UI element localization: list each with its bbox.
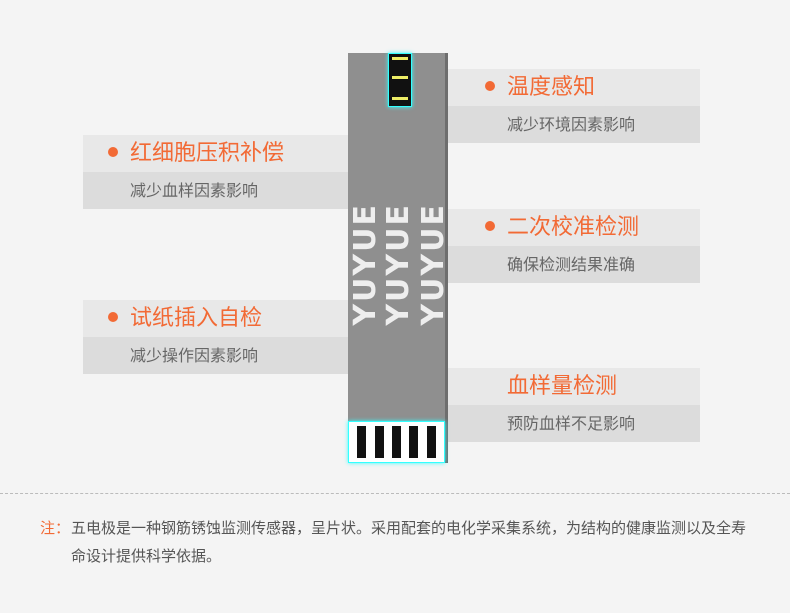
brand-text: YUYUE	[348, 203, 383, 326]
feature-title: 血样量检测	[448, 368, 700, 405]
brand-text: YUYUE	[416, 203, 451, 326]
bullet-icon	[485, 221, 495, 231]
feature-title: 温度感知	[507, 75, 596, 100]
feature-title: 红细胞压积补偿	[130, 141, 285, 166]
feature-subtitle: 预防血样不足影响	[448, 405, 700, 442]
feature-hematocrit: 红细胞压积补偿 减少血样因素影响	[83, 135, 348, 209]
note-text: 五电极是一种钢筋锈蚀监测传感器，呈片状。采用配套的电化学采集系统，为结构的健康监…	[71, 519, 747, 565]
note: 注： 五电极是一种钢筋锈蚀监测传感器，呈片状。采用配套的电化学采集系统，为结构的…	[40, 514, 760, 570]
test-strip: YUYUE YUYUE YUYUE	[348, 53, 451, 463]
feature-subtitle: 确保检测结果准确	[448, 246, 700, 283]
feature-sample-volume: 血样量检测 预防血样不足影响	[448, 368, 700, 442]
feature-title: 二次校准检测	[507, 215, 640, 240]
feature-recalibration: 二次校准检测 确保检测结果准确	[448, 209, 700, 283]
brand-text: YUYUE	[381, 203, 416, 326]
feature-title: 试纸插入自检	[130, 306, 263, 331]
feature-temperature: 温度感知 减少环境因素影响	[448, 69, 700, 143]
feature-subtitle: 减少操作因素影响	[83, 337, 348, 374]
feature-subtitle: 减少环境因素影响	[448, 106, 700, 143]
bullet-icon	[485, 81, 495, 91]
top-electrode	[388, 53, 412, 107]
note-label: 注：	[40, 519, 71, 537]
bullet-icon	[108, 147, 118, 157]
bullet-icon	[108, 312, 118, 322]
feature-subtitle: 减少血样因素影响	[83, 172, 348, 209]
divider	[0, 493, 790, 494]
feature-insert-selfcheck: 试纸插入自检 减少操作因素影响	[83, 300, 348, 374]
contact-electrodes	[348, 421, 445, 463]
